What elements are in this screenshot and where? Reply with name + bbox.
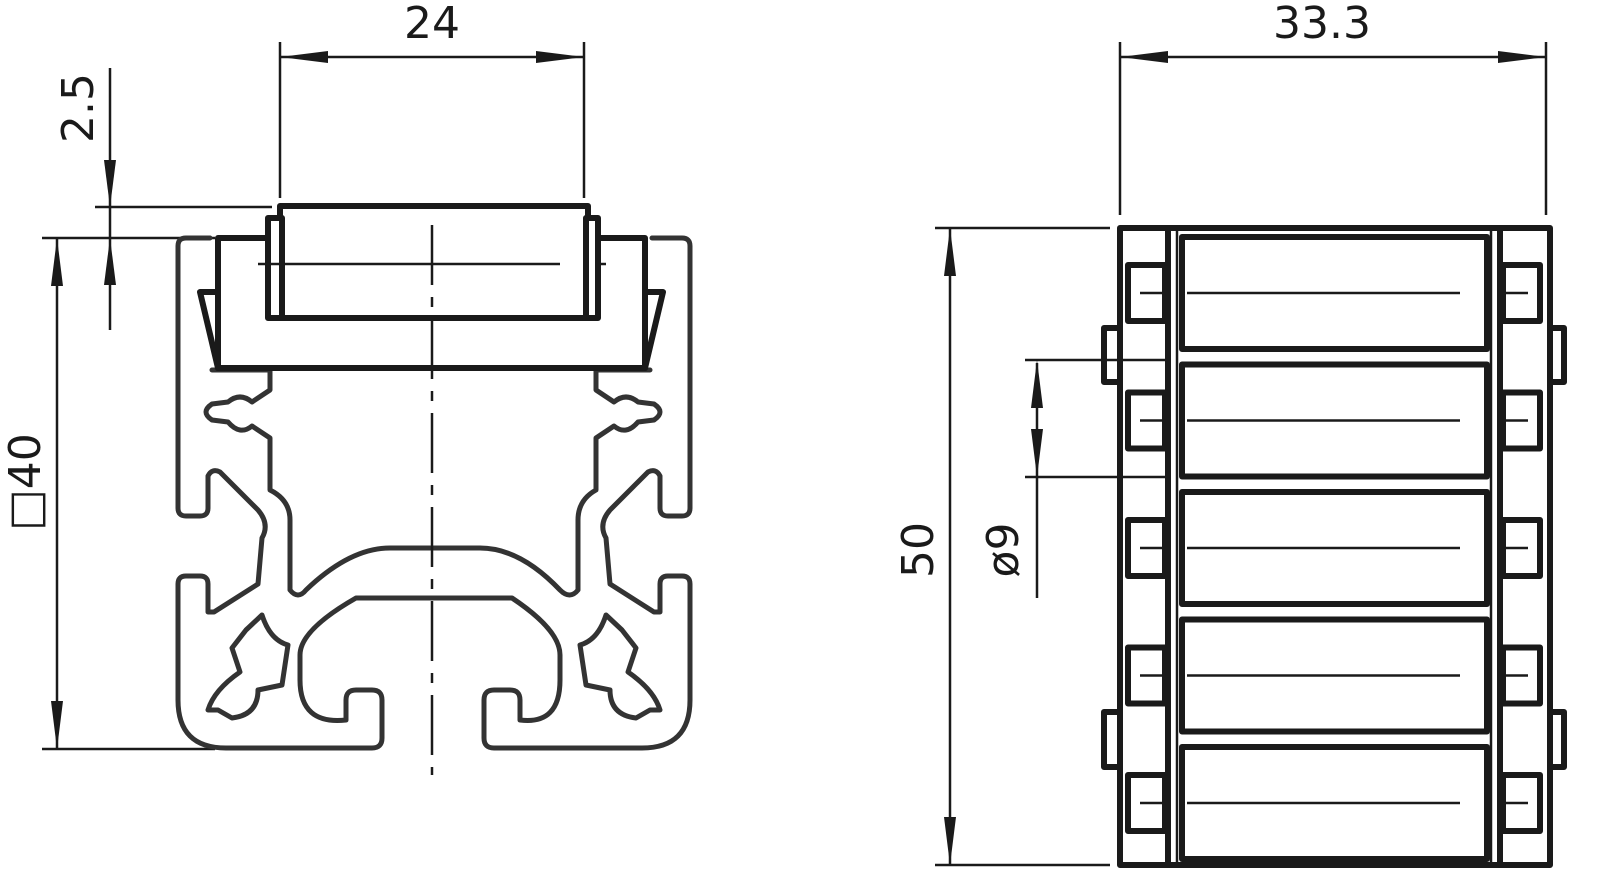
dimension-50: 50: [893, 226, 1110, 867]
roller-list: [1125, 234, 1543, 862]
dimension-2-5: 2.5: [42, 68, 272, 330]
height-label: 50: [893, 522, 944, 578]
diameter-label: ø9: [978, 523, 1029, 578]
aluminium-profile: [175, 235, 693, 751]
roller: [1179, 234, 1490, 352]
width-label: 24: [404, 0, 460, 49]
dimension-24: 24: [278, 0, 586, 198]
dimension-diameter-9: ø9: [978, 358, 1165, 598]
roller: [1179, 489, 1490, 607]
dimension-33-3: 33.3: [1118, 0, 1548, 215]
roller: [1179, 744, 1490, 862]
left-view: 24 2.5 □40: [0, 0, 693, 775]
roller: [1179, 361, 1490, 480]
offset-label: 2.5: [53, 73, 104, 143]
dimension-40: □40: [0, 238, 215, 751]
profile-label: □40: [0, 433, 51, 531]
roller: [1179, 616, 1490, 735]
width-label: 33.3: [1273, 0, 1371, 49]
right-view: 33.3 50 ø9: [893, 0, 1567, 868]
roller-body: [277, 203, 591, 321]
conveyor-frame: [1101, 225, 1567, 868]
